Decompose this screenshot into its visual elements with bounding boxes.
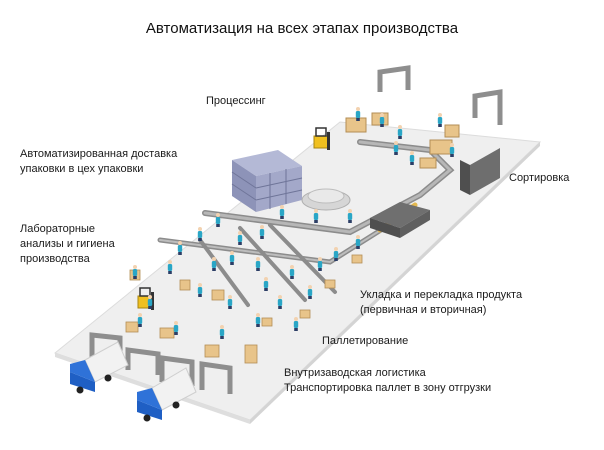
label-delivery-line1: Автоматизированная доставка [20, 148, 178, 160]
worker-icon [197, 227, 203, 241]
worker-icon [173, 321, 179, 335]
label-logistics-line1: Внутризаводская логистика [284, 367, 426, 379]
worker-icon [449, 143, 455, 157]
worker-icon [255, 313, 261, 327]
floor-edge [250, 142, 540, 424]
worker-icon [317, 257, 323, 271]
truck-icon [70, 341, 129, 394]
worker-icon [259, 225, 265, 239]
worker-icon [355, 235, 361, 249]
worker-icon [229, 251, 235, 265]
label-sorting: Сортировка [509, 172, 570, 184]
worker-icon [279, 205, 285, 219]
worker-icon [379, 113, 385, 127]
worker-group [132, 107, 455, 339]
worker-icon [347, 209, 353, 223]
diagram-title: Автоматизация на всех этапах производств… [145, 20, 459, 37]
worker-icon [293, 317, 299, 331]
worker-icon [167, 260, 173, 274]
worker-icon [177, 241, 183, 255]
worker-icon [215, 213, 221, 227]
worker-icon [263, 277, 269, 291]
worker-icon [277, 295, 283, 309]
worker-icon [333, 247, 339, 261]
gate-icon [89, 65, 503, 394]
processing-machine [301, 188, 351, 211]
worker-icon [137, 313, 143, 327]
worker-icon [437, 113, 443, 127]
label-packing-line2: (первичная и вторичная) [360, 304, 487, 316]
label-packing-line1: Укладка и перекладка продукта [360, 289, 523, 301]
label-delivery-line2: упаковки в цех упаковки [20, 163, 144, 175]
label-logistics-line2: Транспортировка паллет в зону отгрузки [284, 382, 492, 394]
worker-icon [393, 141, 399, 155]
worker-icon [227, 295, 233, 309]
sorting-rack [460, 148, 500, 195]
sorting-machine [370, 202, 430, 238]
worker-icon [255, 257, 261, 271]
label-palletizing: Паллетирование [322, 335, 409, 347]
label-lab-line3: производства [20, 253, 90, 265]
worker-icon [307, 285, 313, 299]
worker-icon [132, 265, 138, 279]
worker-icon [197, 283, 203, 297]
worker-icon [397, 125, 403, 139]
worker-icon [409, 151, 415, 165]
truck-icon [137, 367, 197, 422]
label-lab-line2: анализы и гигиена [20, 238, 115, 250]
label-lab-line1: Лабораторные [20, 223, 95, 235]
worker-icon [237, 231, 243, 245]
worker-icon [211, 257, 217, 271]
worker-icon [313, 209, 319, 223]
worker-icon [289, 265, 295, 279]
worker-icon [219, 325, 225, 339]
label-processing: Процессинг [206, 95, 266, 107]
rack-icon [231, 150, 303, 212]
worker-icon [147, 295, 153, 309]
worker-icon [355, 107, 361, 121]
